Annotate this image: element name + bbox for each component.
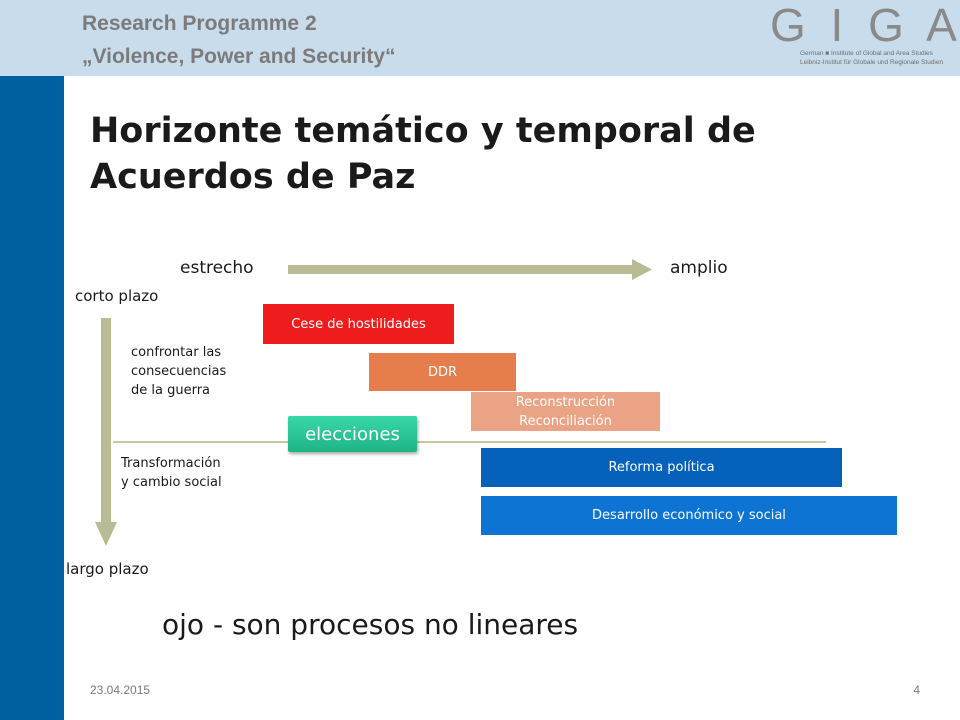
box-reforma-politica: Reforma política xyxy=(481,448,842,487)
axis-short-term-label: corto plazo xyxy=(75,287,159,305)
axis-wide-label: amplio xyxy=(670,258,728,278)
box-label: Cese de hostilidades xyxy=(291,316,426,332)
box-ddr: DDR xyxy=(369,353,516,391)
zone-upper-line: confrontar las xyxy=(131,345,222,360)
box-reconstruccion-reconciliacion: Reconstrucción Reconciliación xyxy=(471,392,660,431)
zone-upper-line: consecuencias xyxy=(131,364,227,379)
zone-upper-line: de la guerra xyxy=(131,383,211,398)
programme-subtitle: „Violence, Power and Security“ xyxy=(82,45,396,68)
logo-letters: G I G A xyxy=(770,0,960,51)
axis-long-term-label: largo plazo xyxy=(66,560,149,578)
axis-narrow-label: estrecho xyxy=(180,258,254,278)
giga-logo: G I G A German ■ Institute of Global and… xyxy=(770,2,957,68)
zone-lower-line: Transformación xyxy=(121,456,221,471)
page-number: 4 xyxy=(913,683,920,697)
box-label: DDR xyxy=(427,364,458,380)
box-desarrollo-economico-social: Desarrollo económico y social xyxy=(481,496,897,535)
header-band xyxy=(0,0,960,76)
left-accent-bar xyxy=(0,76,64,720)
zone-lower-label: Transformación y cambio social xyxy=(121,454,222,492)
footer-date: 23.04.2015 xyxy=(90,683,151,697)
box-label: Reconstrucción xyxy=(515,394,616,410)
box-cese-de-hostilidades: Cese de hostilidades xyxy=(263,304,454,344)
box-label: Desarrollo económico y social xyxy=(592,508,786,523)
box-label: elecciones xyxy=(305,423,400,445)
logo-leibniz-line: Leibniz-Institut für Globale und Regiona… xyxy=(800,59,944,66)
vertical-axis-arrow xyxy=(95,318,117,546)
box-label: Reforma política xyxy=(608,460,715,475)
logo-institute-line: German ■ Institute of Global and Area St… xyxy=(800,50,933,57)
non-linear-note: ojo - son procesos no lineares xyxy=(162,608,579,641)
horizontal-axis-arrow xyxy=(288,259,652,280)
zone-lower-line: y cambio social xyxy=(121,475,222,490)
zone-upper-label: confrontar las consecuencias de la guerr… xyxy=(131,343,226,400)
box-label: Reconciliación xyxy=(519,413,612,429)
box-elecciones: elecciones xyxy=(288,416,417,452)
programme-title: Research Programme 2 xyxy=(82,12,317,35)
slide-title: Horizonte temático y temporal de Acuerdo… xyxy=(90,111,756,197)
